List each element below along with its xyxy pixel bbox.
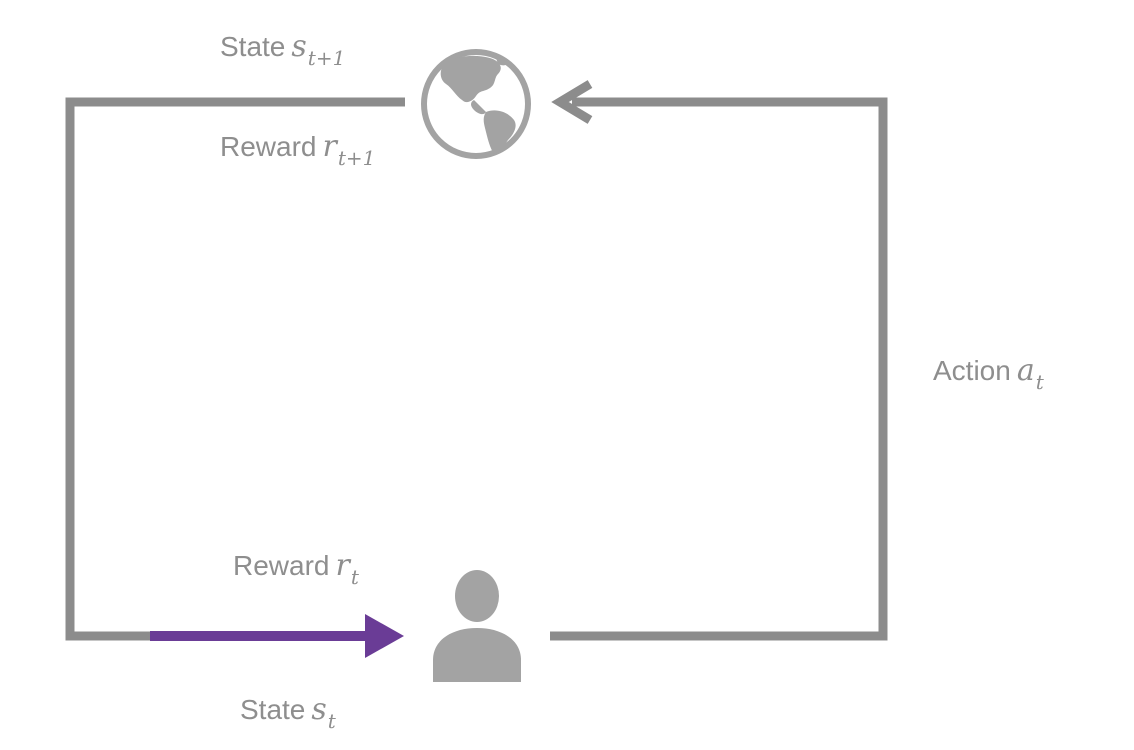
state-current-symbol: s	[311, 692, 327, 727]
action-symbol: a	[1016, 353, 1035, 388]
reward-current-word: Reward	[233, 550, 330, 581]
state-next-symbol: s	[291, 29, 307, 64]
state-next-word: State	[220, 31, 286, 62]
reward-next-symbol: r	[322, 129, 337, 164]
globe-icon	[421, 49, 531, 159]
return-loop-line	[65, 97, 405, 641]
action-loop-line	[550, 97, 888, 641]
person-icon	[433, 570, 521, 682]
reward-next-subscript: t+1	[337, 146, 376, 170]
highlight-arrow	[150, 614, 404, 658]
state-next-subscript: t+1	[307, 46, 346, 70]
reward-current-subscript: t	[350, 565, 359, 589]
state-current-subscript: t	[327, 709, 336, 733]
action-arrowhead	[551, 80, 593, 124]
state-current-word: State	[240, 694, 306, 725]
action-subscript: t	[1035, 370, 1044, 394]
action-word: Action	[933, 355, 1011, 386]
reward-current-symbol: r	[335, 548, 350, 583]
reward-next-word: Reward	[220, 131, 317, 162]
